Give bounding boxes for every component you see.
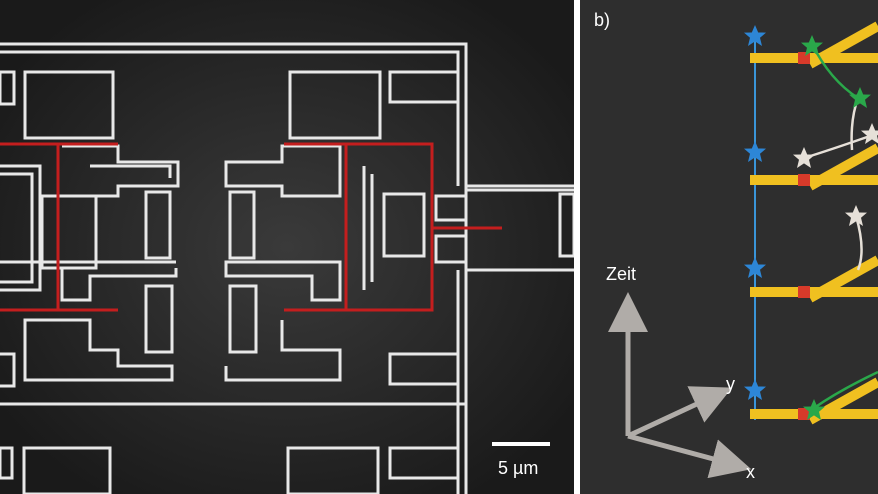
y-axis-label: y (726, 374, 735, 394)
green-stars (801, 35, 871, 420)
panel-label: b) (594, 10, 611, 30)
waveguide-lattice-micrograph (0, 0, 574, 494)
lattice-rungs (750, 21, 878, 425)
particle-paths (803, 43, 878, 410)
x-axis-label: x (746, 462, 755, 482)
coordinate-axes (608, 292, 752, 479)
time-lattice-diagram-panel: b) Zeit y x (580, 0, 878, 494)
time-lattice-diagram (608, 21, 878, 479)
waveguide-overlay-red (0, 142, 502, 312)
scale-bar (492, 442, 550, 446)
structure-outlines (0, 42, 574, 494)
scale-bar-label: 5 µm (498, 458, 539, 478)
microscope-image-panel: 5 µm (0, 0, 574, 494)
time-axis-label: Zeit (606, 264, 637, 284)
panel-divider (574, 0, 580, 494)
